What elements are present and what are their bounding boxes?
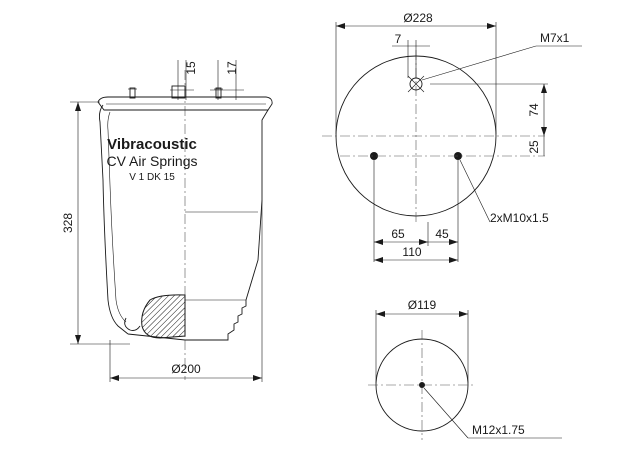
dim-offset-label: 7 [395,32,402,46]
bellows-outline-right [185,109,269,341]
dim-25-label: 25 [527,140,541,154]
dim-74-label: 74 [527,103,541,117]
stud-left [129,87,136,99]
arrow-height-top [75,102,81,111]
dim-65-label: 65 [391,227,405,241]
brand-product-line: CV Air Springs [106,153,197,169]
stud-right [215,87,222,99]
m12-hole [419,382,425,388]
arrow-diam-right [253,375,262,381]
leader-m10 [459,159,491,223]
arrow-45-right [449,239,458,245]
side-view: Vibracoustic CV Air Springs V 1 DK 15 32… [61,60,273,382]
arrow-74-bottom [541,127,547,136]
arrow-228-right [487,23,496,29]
dim-top-diameter-label: Ø228 [403,11,433,25]
arrow-110-left [374,257,383,263]
dim-stud-15-label: 15 [184,61,198,75]
leader-m7 [421,45,537,81]
arrow-65-left [374,239,383,245]
bellows-inner-left [107,111,127,323]
m7-thread-label: M7x1 [540,31,570,45]
brand-name: Vibracoustic [107,136,197,153]
bottom-line [127,333,186,341]
top-view: Ø228 7 M7x1 74 25 65 45 110 2xM10x1.5 [322,11,582,263]
leader-m12 [423,387,469,439]
dim-bottom-diameter-label: Ø200 [171,362,201,376]
arrow-228-left [336,23,345,29]
arrow-110-right [449,257,458,263]
top-plate [97,96,273,111]
m12-thread-label: M12x1.75 [472,423,525,437]
arrow-119-right [459,311,468,317]
dim-stud-17-label: 17 [225,61,239,75]
product-code: V 1 DK 15 [129,172,175,183]
arrow-diam-left [110,375,119,381]
dim-45-label: 45 [435,227,449,241]
m10-holes-label: 2xM10x1.5 [490,211,549,225]
dim-height-label: 328 [61,213,75,233]
m7-hole-cross-b [407,75,425,93]
arrow-74-top [541,84,547,93]
piston-lip [124,317,141,331]
dim-110-label: 110 [402,245,421,259]
bottom-view: Ø119 M12x1.75 [368,298,562,440]
piston-section [141,294,186,339]
arrow-119-left [376,311,385,317]
air-fitting [171,85,186,99]
arrow-65-right [419,239,428,245]
bellows-outline-left [98,104,129,335]
arrow-height-bottom [75,335,81,344]
m10-hole-left [370,152,378,160]
dim-bottom-view-diameter-label: Ø119 [408,298,437,312]
